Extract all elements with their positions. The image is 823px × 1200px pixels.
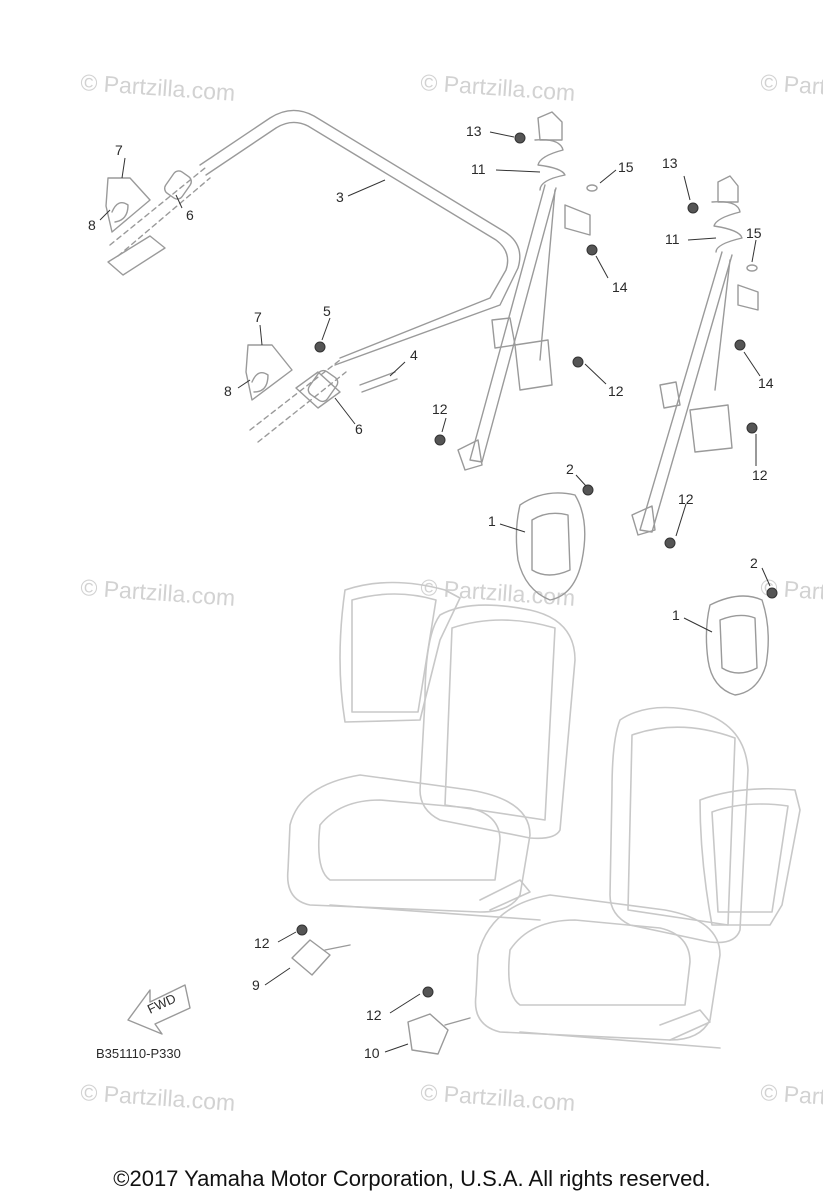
callout-12: 12 [366, 1007, 382, 1023]
callout-12: 12 [752, 467, 768, 483]
callouts: 7 8 6 3 7 8 6 5 4 13 11 15 14 12 12 13 1… [88, 123, 774, 1061]
fwd-arrow-icon: FWD [127, 984, 191, 1035]
callout-4: 4 [410, 347, 418, 363]
callout-14: 14 [612, 279, 628, 295]
callout-7: 7 [254, 309, 262, 325]
watermark: © Partzilla.com [80, 574, 236, 611]
callout-15: 15 [746, 225, 762, 241]
watermark: © Partzilla.com [420, 1079, 576, 1116]
callout-8: 8 [88, 217, 96, 233]
headrest-left [515, 484, 594, 601]
buckle-10 [407, 986, 471, 1055]
callout-1: 1 [488, 513, 496, 529]
watermark: © Partzilla.com [80, 69, 236, 106]
roll-bar [109, 109, 521, 443]
seat-belt-left [434, 111, 598, 471]
callout-14: 14 [758, 375, 774, 391]
callout-6: 6 [186, 207, 194, 223]
seat-belt-right [631, 175, 759, 549]
copyright-text: ©2017 Yamaha Motor Corporation, U.S.A. A… [113, 1166, 710, 1191]
watermark: © Partzilla.com [80, 1079, 236, 1116]
callout-3: 3 [336, 189, 344, 205]
callout-2: 2 [750, 555, 758, 571]
buckle-9 [291, 924, 351, 976]
callout-13: 13 [662, 155, 678, 171]
watermark: © Partzilla.com [420, 69, 576, 106]
diagram-code: B351110-P330 [96, 1046, 181, 1061]
callout-12: 12 [432, 401, 448, 417]
callout-11: 11 [665, 231, 680, 247]
callout-15: 15 [618, 159, 634, 175]
callout-2: 2 [566, 461, 574, 477]
callout-10: 10 [364, 1045, 380, 1061]
seat-right [474, 706, 801, 1049]
watermarks: © Partzilla.com © Partzilla.com © Partzi… [80, 69, 823, 1116]
watermark: © Partzilla.com [760, 69, 823, 106]
callout-9: 9 [252, 977, 260, 993]
callout-12: 12 [608, 383, 624, 399]
headrest-right [705, 587, 778, 696]
callout-12: 12 [254, 935, 270, 951]
watermark: © Partzilla.com [760, 1079, 823, 1116]
upper-clamp-assembly [105, 170, 192, 276]
lower-clamp-assembly [245, 341, 398, 409]
callout-1: 1 [672, 607, 680, 623]
leader-lines [99, 131, 771, 1053]
callout-8: 8 [224, 383, 232, 399]
callout-5: 5 [323, 303, 331, 319]
callout-12: 12 [678, 491, 694, 507]
callout-6: 6 [355, 421, 363, 437]
callout-13: 13 [466, 123, 482, 139]
callout-11: 11 [471, 161, 486, 177]
callout-7: 7 [115, 142, 123, 158]
seat-left [286, 581, 576, 921]
